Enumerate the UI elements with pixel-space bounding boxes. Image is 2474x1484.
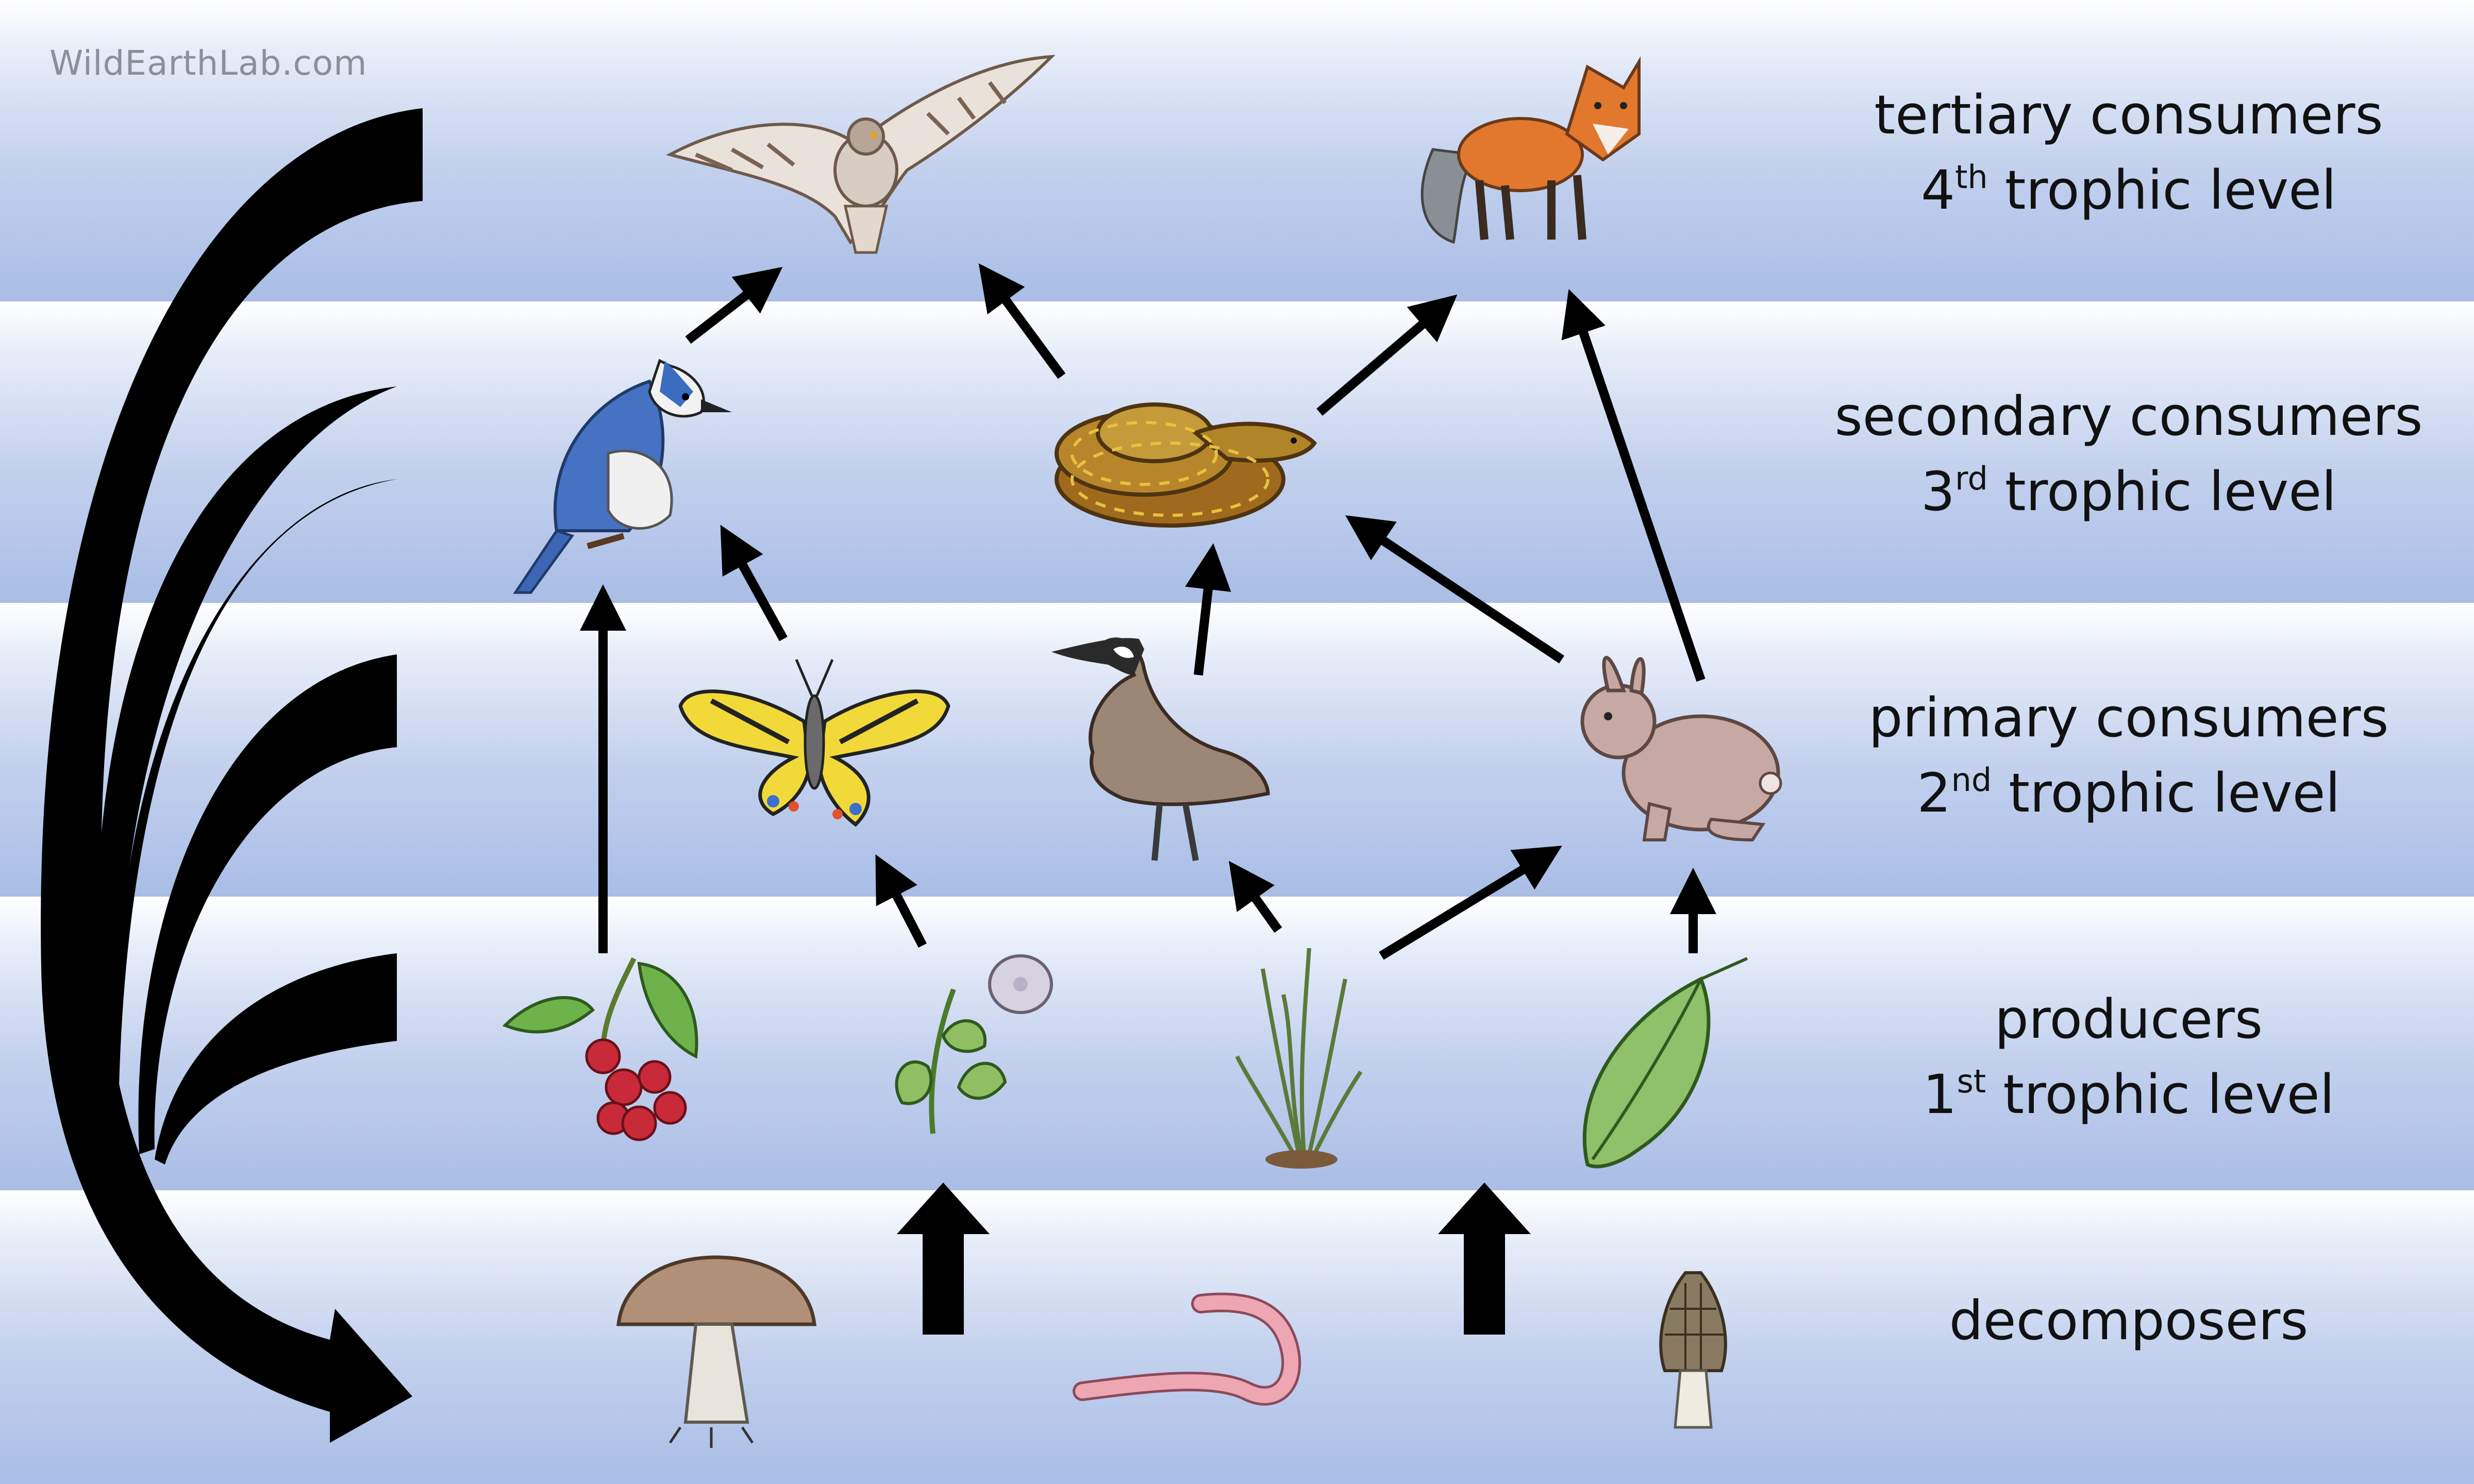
arrow-snake-to-hawk	[978, 263, 1066, 379]
label-primary-level: 2nd trophic level	[1917, 761, 2341, 824]
arrow-goose-to-snake	[1185, 543, 1231, 676]
grass-illustration	[1235, 948, 1363, 1169]
blue-jay-illustration	[513, 359, 732, 594]
label-secondary-consumers: secondary consumers 3rd trophic level	[1763, 379, 2474, 529]
band-decomposers	[0, 1190, 2474, 1484]
morel-illustration	[1659, 1271, 1727, 1429]
label-tertiary-level: 4th trophic level	[1920, 158, 2337, 222]
arrow-rabbit-to-fox	[1561, 289, 1706, 682]
snake-illustration	[1055, 402, 1317, 528]
arrow-flower-to-butterfly	[875, 854, 927, 948]
decomposer-up-arrows	[897, 1183, 1531, 1335]
band-producers	[0, 897, 2474, 1190]
arrow-grass-to-rabbit	[1379, 846, 1562, 960]
hawk-illustration	[665, 55, 1056, 254]
arrow-jay-to-hawk	[685, 266, 783, 344]
band-primary	[0, 603, 2474, 897]
leaf-illustration	[1582, 957, 1748, 1169]
watermark-text: WildEarthLab.com	[49, 43, 367, 83]
goose-illustration	[1051, 637, 1270, 862]
earthworm-illustration	[1073, 1292, 1301, 1406]
rabbit-illustration	[1580, 655, 1782, 842]
label-secondary-level: 3rd trophic level	[1920, 460, 2337, 523]
label-secondary-name: secondary consumers	[1834, 385, 2423, 448]
label-primary-consumers: primary consumers 2nd trophic level	[1763, 680, 2474, 831]
decomposition-arrows	[41, 108, 423, 1443]
arrow-rabbit-to-snake	[1345, 515, 1564, 664]
label-decomposers-name: decomposers	[1949, 1289, 2309, 1352]
label-producers: producers 1st trophic level	[1763, 982, 2474, 1132]
label-decomposers: decomposers	[1763, 1283, 2474, 1358]
label-tertiary-name: tertiary consumers	[1874, 83, 2383, 146]
butterfly-illustration	[678, 659, 950, 827]
feeding-arrows	[580, 263, 1716, 960]
label-primary-name: primary consumers	[1868, 686, 2389, 749]
arrow-grass-to-goose	[1229, 861, 1282, 933]
label-producers-name: producers	[1994, 988, 2263, 1051]
arrow-butterfly-to-jay	[720, 525, 788, 642]
label-tertiary-consumers: tertiary consumers 4th trophic level	[1763, 77, 2474, 228]
morning-glory-illustration	[895, 954, 1053, 1134]
up-arrow-right	[1438, 1183, 1531, 1335]
arrow-snake-to-fox	[1316, 294, 1458, 416]
raspberry-illustration	[502, 957, 698, 1141]
mushroom-illustration	[616, 1255, 816, 1448]
up-arrow-left	[897, 1183, 990, 1335]
fox-illustration	[1420, 56, 1641, 244]
label-producers-level: 1st trophic level	[1923, 1063, 2335, 1126]
